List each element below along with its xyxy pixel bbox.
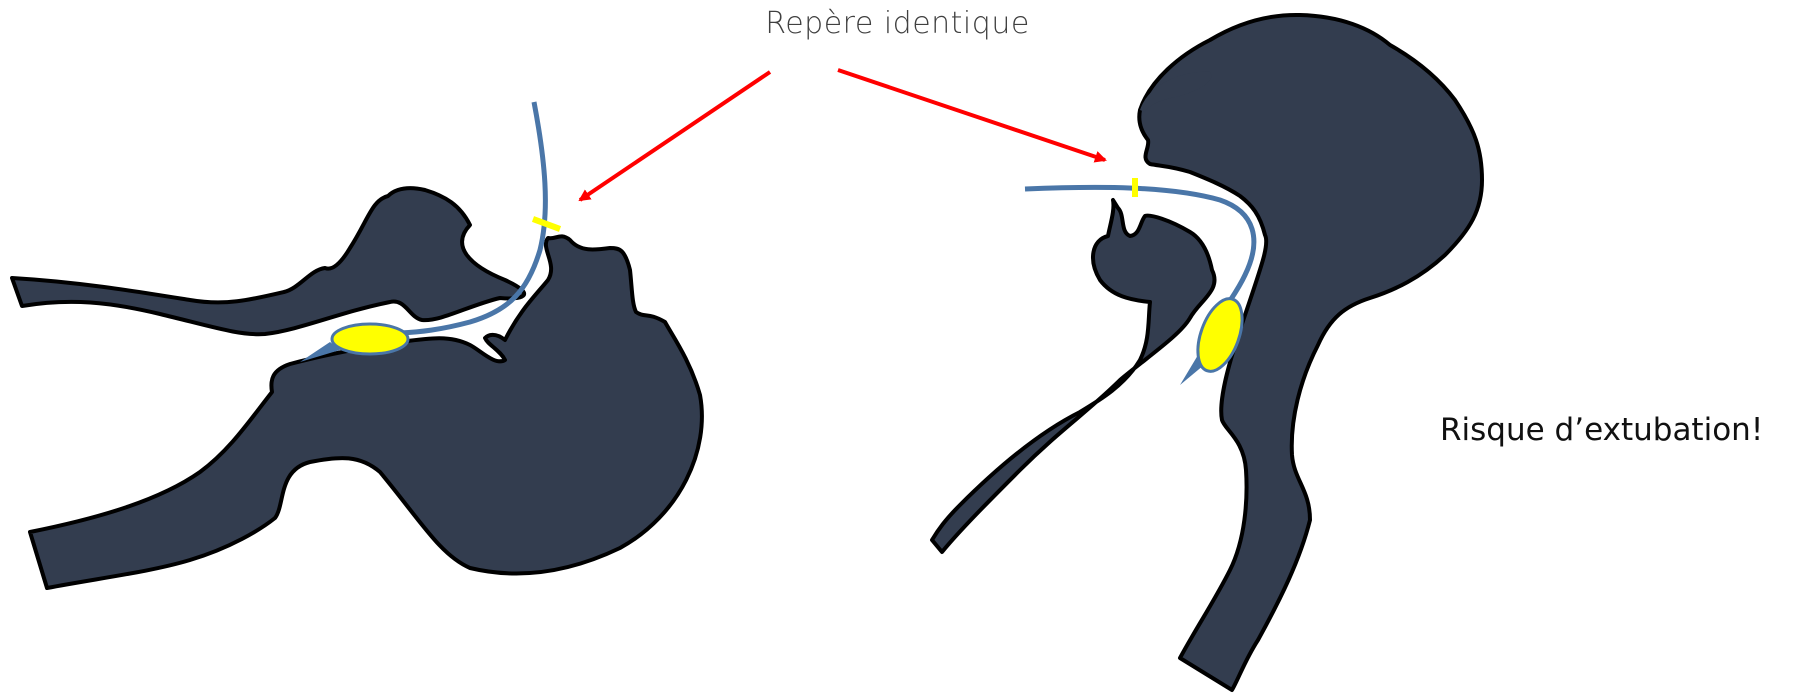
left-cuff	[332, 324, 408, 354]
right-head	[1139, 15, 1482, 690]
right-airway-figure	[932, 15, 1482, 690]
arrow-left	[580, 72, 770, 200]
right-jaw	[932, 200, 1215, 552]
arrow-right	[838, 70, 1105, 160]
left-upper-airway	[12, 188, 524, 334]
left-airway-figure	[12, 102, 702, 588]
